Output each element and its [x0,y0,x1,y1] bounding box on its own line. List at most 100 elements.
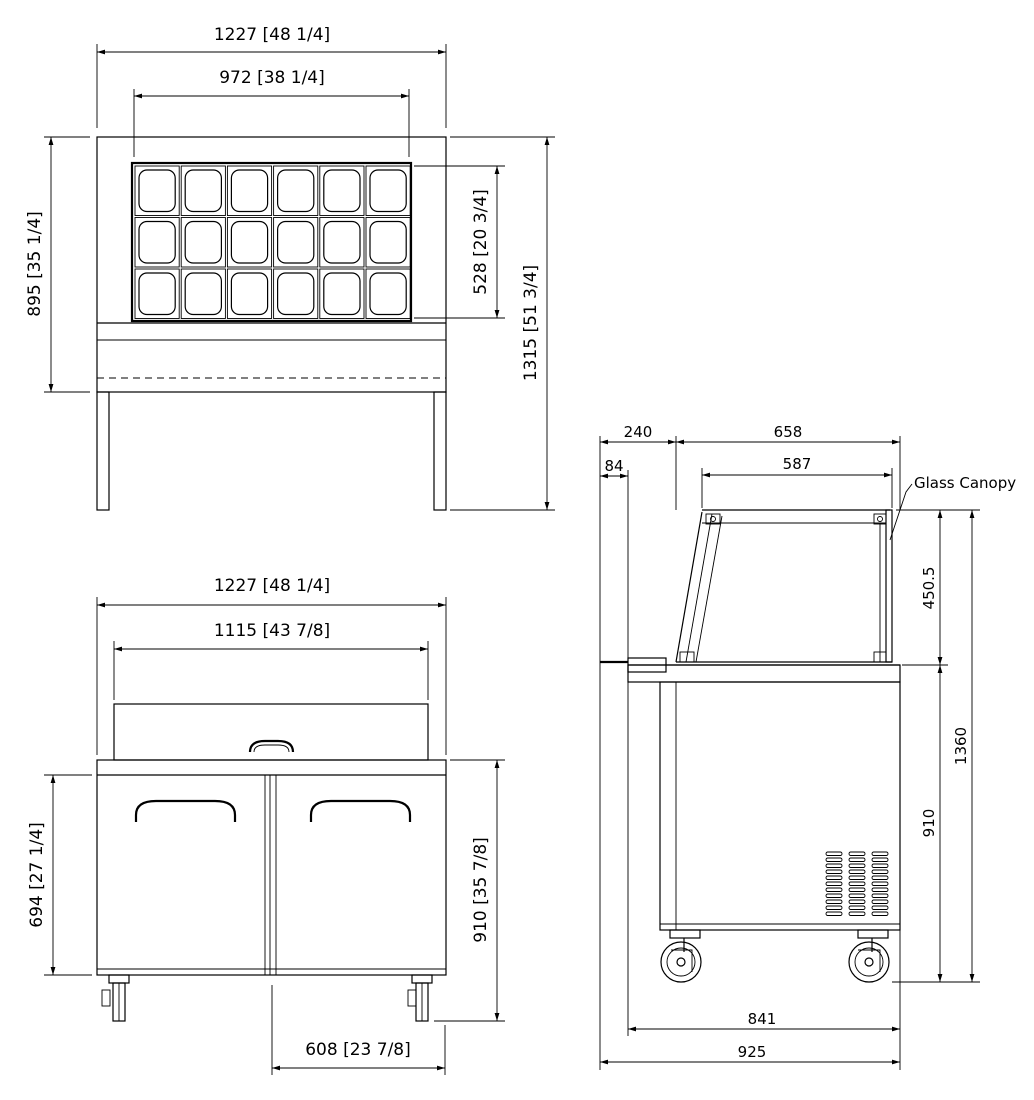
top-overall-width-label: 1227 [48 1/4] [214,25,330,45]
vent-slot [871,905,889,910]
food-pan [365,165,411,216]
vent-slot [848,869,866,874]
top-overall-depth-label: 895 [35 1/4] [25,211,45,317]
glass-canopy [675,509,893,663]
top-view-leg-right [433,391,447,511]
food-pan [226,165,273,216]
vent-slot [871,887,889,892]
vent-slot [848,911,866,916]
food-pan-well [323,220,361,264]
vent-slot [825,905,843,910]
front-overall-width-label: 1227 [48 1/4] [214,576,330,596]
side-dim-240: 240 [624,423,653,441]
food-pan-well [184,169,222,213]
front-cabinet-height-label: 910 [35 7/8] [471,837,491,943]
top-pan-width-label: 972 [38 1/4] [219,68,325,88]
food-pan [226,268,273,319]
food-pan-well [277,272,315,316]
food-pan [134,217,180,268]
food-pan [319,268,365,319]
front-caster-left [101,974,130,1022]
vent-slot [825,869,843,874]
vent-slot [825,857,843,862]
front-cabinet [96,759,447,976]
side-dim-910: 910 [920,809,938,838]
vent-slot [825,851,843,856]
vent-slot [871,851,889,856]
vent-slot [848,905,866,910]
food-pan [180,268,226,319]
vent-slot [848,899,866,904]
vent-slot [825,893,843,898]
food-pan [273,217,319,268]
vent-slot [848,857,866,862]
side-countertop [627,664,901,683]
vent-slot [871,857,889,862]
food-pan [319,165,365,216]
food-pan [226,217,273,268]
food-pan-well [230,220,269,264]
vent-slot [825,875,843,880]
food-pan [134,268,180,319]
lid-handle [248,739,295,753]
side-dim-658: 658 [774,423,803,441]
front-backsplash [113,703,429,761]
glass-canopy-label: Glass Canopy [914,474,1016,492]
food-pan-well [184,272,222,316]
side-dim-84: 84 [604,457,623,475]
food-pan [180,165,226,216]
top-pan-depth-label: 528 [20 3/4] [471,189,491,295]
side-dim-1360: 1360 [952,727,970,765]
vent-slot [848,893,866,898]
vent-slot [825,911,843,916]
food-pan-well [138,272,176,316]
top-view-outline [96,136,447,393]
vent-slot [825,863,843,868]
front-caster-right [407,974,433,1022]
side-dim-841: 841 [748,1010,777,1028]
side-cabinet [659,681,901,931]
side-dim-587: 587 [783,455,812,473]
side-caster-front [660,929,702,983]
top-view-leg-left [96,391,110,511]
front-view: 1227 [48 1/4] 1115 [43 7/8] 694 [27 1/4]… [27,576,505,1075]
food-pan-well [230,272,269,316]
vent-slot [848,875,866,880]
side-vent-grille [825,851,889,916]
food-pan [365,268,411,319]
vent-slot [871,881,889,886]
vent-slot [848,863,866,868]
food-pan-well [277,220,315,264]
side-dim-925: 925 [738,1043,767,1061]
glass-canopy-leader [889,483,913,541]
food-pan [273,268,319,319]
food-pan-well [369,220,407,264]
top-view: 1227 [48 1/4] 972 [38 1/4] 895 [35 1/4] … [25,25,555,511]
food-pan-grid [134,165,411,319]
vent-slot [825,887,843,892]
vent-slot [825,881,843,886]
vent-slot [848,887,866,892]
side-dim-450-5: 450.5 [920,567,938,610]
vent-slot [825,899,843,904]
door-handle-right [309,799,412,822]
food-pan-well [277,169,315,213]
food-pan [273,165,319,216]
vent-slot [871,899,889,904]
food-pan-well [323,169,361,213]
food-pan [134,165,180,216]
vent-slot [871,863,889,868]
food-pan-well [138,220,176,264]
vent-slot [848,851,866,856]
food-pan-well [138,169,176,213]
food-pan-well [184,220,222,264]
side-view: 240 658 84 587 Glass Canopy 450.5 910 13… [599,423,1016,1070]
vent-slot [871,875,889,880]
front-side-depth-label: 608 [23 7/8] [305,1040,411,1060]
side-caster-rear [848,929,890,983]
vent-slot [871,893,889,898]
vent-slot [871,911,889,916]
food-pan [180,217,226,268]
front-inner-width-label: 1115 [43 7/8] [214,621,330,641]
